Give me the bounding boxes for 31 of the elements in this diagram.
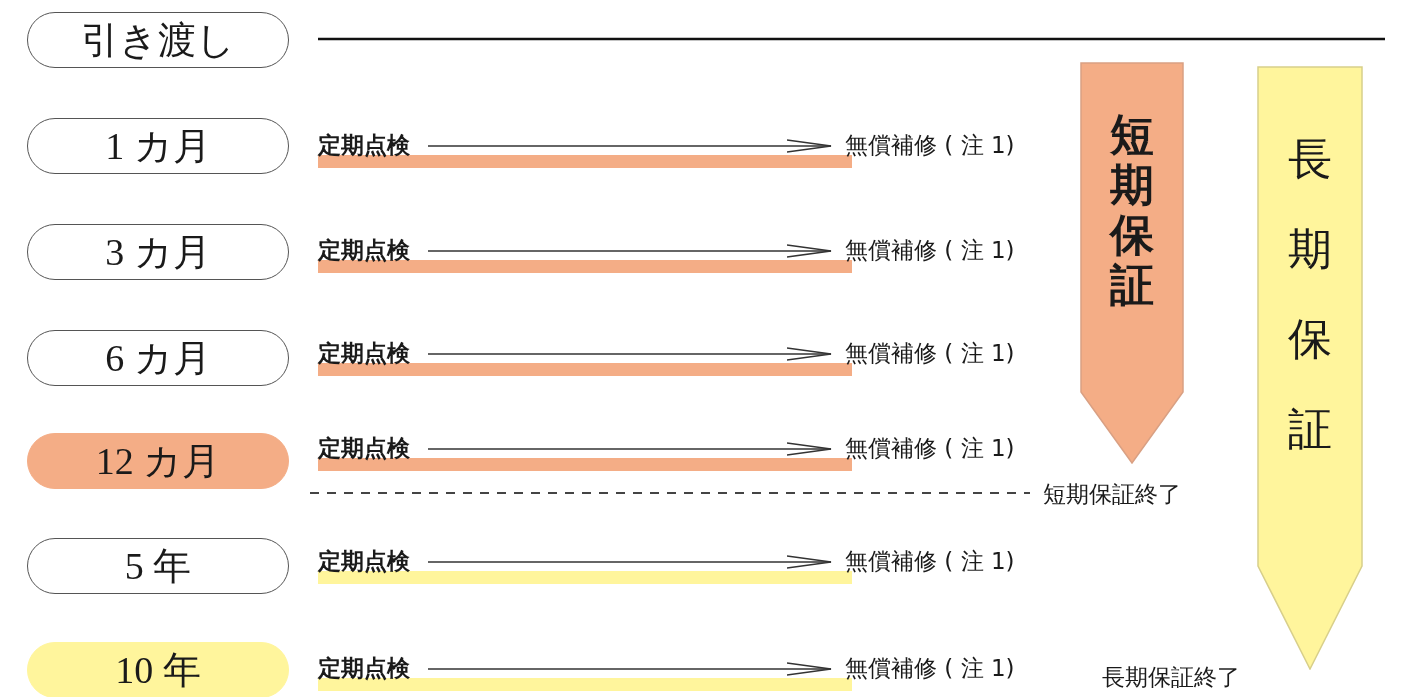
task-label: 無償補修 ( 注 1) <box>845 339 1015 367</box>
milestone-pill: 6 カ月 <box>27 330 289 386</box>
task-label: 無償補修 ( 注 1) <box>845 236 1015 264</box>
status-note: 短期保証終了 <box>1043 480 1181 508</box>
milestone-pill: 10 年 <box>27 642 289 697</box>
task-label: 無償補修 ( 注 1) <box>845 654 1015 682</box>
task-label: 定期点検 <box>318 131 410 159</box>
status-note: 長期保証終了 <box>1102 663 1240 691</box>
milestone-pill: 1 カ月 <box>27 118 289 174</box>
milestone-pill: 5 年 <box>27 538 289 594</box>
arrow <box>427 442 832 456</box>
task-label: 無償補修 ( 注 1) <box>845 547 1015 575</box>
task-label: 定期点検 <box>318 547 410 575</box>
task-label: 定期点検 <box>318 654 410 682</box>
arrow <box>427 244 832 258</box>
milestone-pill: 引き渡し <box>27 12 289 68</box>
arrow-label: 短期保証 <box>1109 110 1155 310</box>
period-arrow <box>1080 62 1184 464</box>
task-label: 定期点検 <box>318 339 410 367</box>
arrow <box>427 139 832 153</box>
milestone-pill: 12 カ月 <box>27 433 289 489</box>
arrow <box>427 347 832 361</box>
arrow <box>427 662 832 676</box>
task-label: 無償補修 ( 注 1) <box>845 434 1015 462</box>
period-arrow <box>1257 66 1363 670</box>
task-label: 無償補修 ( 注 1) <box>845 131 1015 159</box>
arrow <box>427 555 832 569</box>
task-label: 定期点検 <box>318 434 410 462</box>
milestone-pill: 3 カ月 <box>27 224 289 280</box>
task-label: 定期点検 <box>318 236 410 264</box>
arrow-label: 長期保証 <box>1287 132 1333 456</box>
